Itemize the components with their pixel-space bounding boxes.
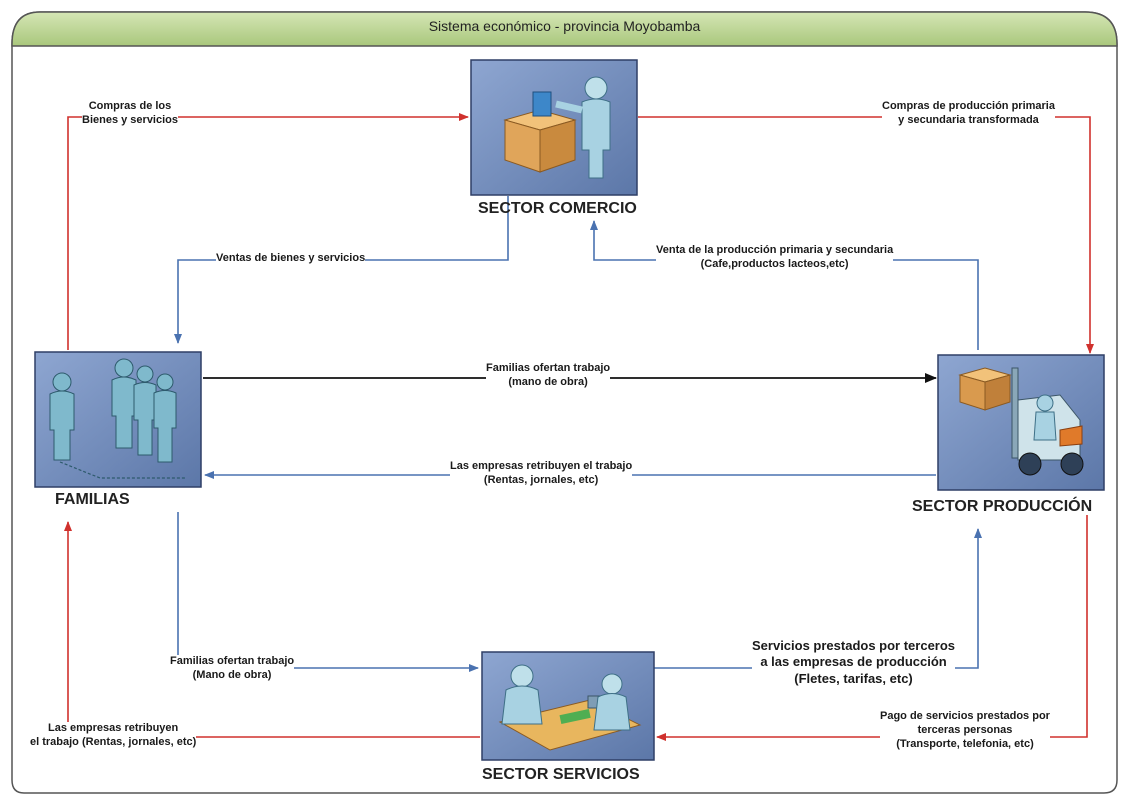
box-delivery-person-icon: [503, 76, 611, 179]
label-sector-comercio: SECTOR COMERCIO: [478, 200, 637, 217]
label-sector-servicios: SECTOR SERVICIOS: [482, 766, 640, 783]
title-bar: [11, 11, 1118, 47]
edge-label-prod-to-com: Venta de la producción primaria y secund…: [656, 244, 894, 272]
label-familias: FAMILIAS: [55, 491, 130, 508]
edge-label-fam-to-serv: Familias ofertan trabajo(Mano de obra): [170, 655, 295, 683]
edge-label-fam-to-prod: Familias ofertan trabajo(mano de obra): [486, 362, 611, 390]
service-meeting-icon: [498, 664, 642, 751]
family-people-icon: [49, 358, 186, 479]
diagram-title: Sistema económico - provincia Moyobamba: [428, 18, 701, 34]
edge-com-to-prod: [638, 116, 1094, 354]
edge-fam-to-com: [67, 113, 469, 350]
edge-label-com-to-fam: Ventas de bienes y servicios: [216, 252, 366, 266]
forklift-icon: [958, 367, 1084, 476]
edge-prod-to-serv: [656, 515, 1088, 741]
label-sector-produccion: SECTOR PRODUCCIÓN: [912, 498, 1093, 515]
edge-label-prod-to-fam: Las empresas retribuyen el trabajo(Renta…: [450, 460, 633, 488]
